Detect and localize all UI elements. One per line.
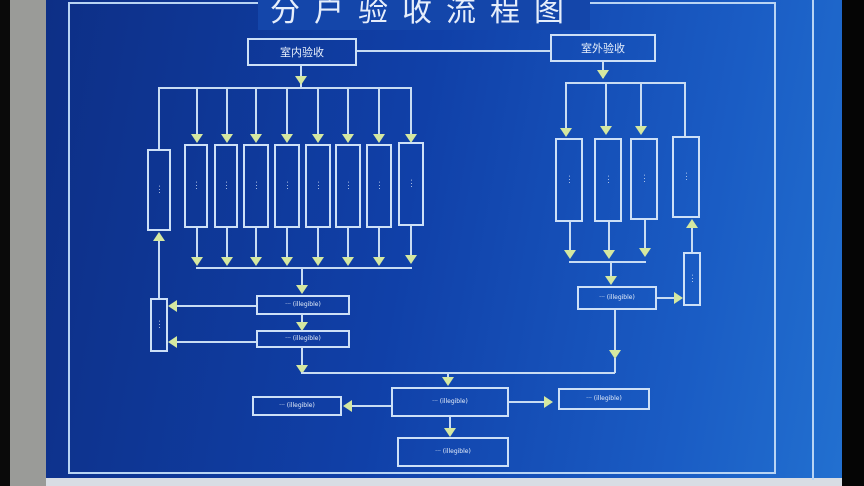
indoor-item-box: ··· — [305, 144, 331, 228]
arrow-right-icon — [674, 292, 683, 304]
arrow-down-icon — [373, 257, 385, 266]
arrow-down-icon — [312, 257, 324, 266]
board-bottom-edge — [46, 478, 842, 486]
connector-line — [158, 87, 160, 149]
connector-line — [301, 372, 615, 374]
arrow-down-icon — [221, 134, 233, 143]
connector-line — [565, 82, 685, 84]
arrow-down-icon — [373, 134, 385, 143]
arrow-down-icon — [191, 134, 203, 143]
outdoor-record-box: ··· (illegible) — [577, 286, 657, 310]
indoor-rectify-box: ··· — [150, 298, 168, 352]
arrow-down-icon — [281, 257, 293, 266]
background-edge — [842, 0, 864, 486]
diagram-title: 分户验收流程图 — [258, 0, 590, 30]
indoor-side-box: ··· — [147, 149, 171, 231]
connector-line — [158, 87, 412, 89]
final-bottom-box: ··· (illegible) — [397, 437, 509, 467]
arrow-down-icon — [250, 134, 262, 143]
indoor-item-box: ··· — [335, 144, 361, 228]
final-center-box: ··· (illegible) — [391, 387, 509, 417]
indoor-item-box: ··· — [398, 142, 424, 226]
indoor-item-box: ··· — [366, 144, 392, 228]
arrow-down-icon — [597, 70, 609, 79]
arrow-down-icon — [250, 257, 262, 266]
outdoor-rectify-box: ··· — [683, 252, 701, 306]
arrow-down-icon — [609, 350, 621, 359]
indoor-inspection-box: 室内验收 — [247, 38, 357, 66]
arrow-down-icon — [312, 134, 324, 143]
final-left-box: ··· (illegible) — [252, 396, 342, 416]
adjacent-board-frame — [812, 0, 814, 480]
indoor-item-box: ··· — [243, 144, 269, 228]
outdoor-item-box: ··· — [630, 138, 658, 220]
arrow-down-icon — [221, 257, 233, 266]
arrow-down-icon — [191, 257, 203, 266]
arrow-left-icon — [168, 336, 177, 348]
arrow-down-icon — [560, 128, 572, 137]
arrow-down-icon — [564, 250, 576, 259]
connector-line — [357, 50, 550, 52]
arrow-down-icon — [296, 285, 308, 294]
arrow-down-icon — [342, 257, 354, 266]
arrow-down-icon — [635, 126, 647, 135]
outdoor-inspection-box: 室外验收 — [550, 34, 656, 62]
arrow-down-icon — [296, 365, 308, 374]
indoor-item-box: ··· — [274, 144, 300, 228]
arrow-up-icon — [153, 232, 165, 241]
outdoor-item-box: ··· — [555, 138, 583, 222]
arrow-right-icon — [544, 396, 553, 408]
indoor-item-box: ··· — [214, 144, 238, 228]
indoor-item-box: ··· — [184, 144, 208, 228]
arrow-left-icon — [168, 300, 177, 312]
arrow-down-icon — [296, 322, 308, 331]
arrow-left-icon — [343, 400, 352, 412]
arrow-down-icon — [405, 134, 417, 143]
arrow-down-icon — [295, 76, 307, 85]
wall — [10, 0, 46, 486]
arrow-down-icon — [444, 428, 456, 437]
arrow-down-icon — [442, 377, 454, 386]
arrow-down-icon — [639, 248, 651, 257]
arrow-down-icon — [405, 255, 417, 264]
outdoor-item-box: ··· — [594, 138, 622, 222]
arrow-up-icon — [686, 219, 698, 228]
arrow-down-icon — [605, 276, 617, 285]
connector-line — [196, 267, 412, 269]
arrow-down-icon — [603, 250, 615, 259]
arrow-down-icon — [600, 126, 612, 135]
final-right-box: ··· (illegible) — [558, 388, 650, 410]
flowchart-board — [46, 0, 842, 486]
arrow-down-icon — [281, 134, 293, 143]
arrow-down-icon — [342, 134, 354, 143]
outdoor-item-box: ··· — [672, 136, 700, 218]
indoor-record-box-2: ··· (illegible) — [256, 330, 350, 348]
indoor-record-box: ··· (illegible) — [256, 295, 350, 315]
